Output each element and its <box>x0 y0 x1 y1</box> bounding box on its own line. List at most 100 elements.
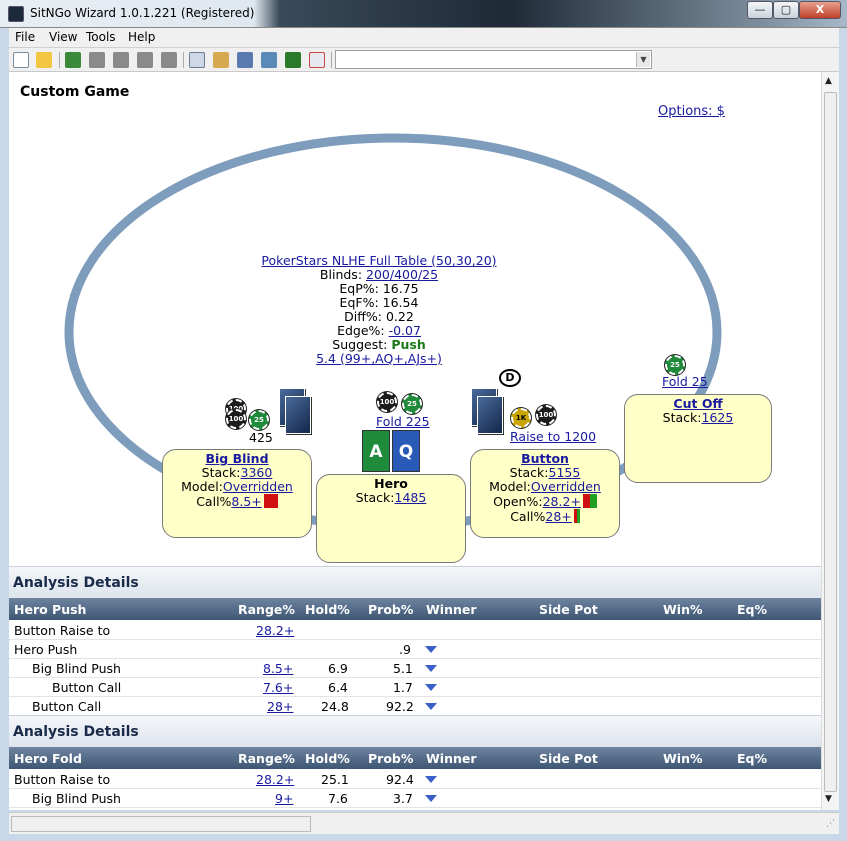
analysis-header: Analysis Details <box>9 715 821 747</box>
seat-name[interactable]: Cut Off <box>673 396 723 411</box>
stack-value[interactable]: 3360 <box>240 465 273 480</box>
range-link[interactable]: 28.2+ <box>256 623 295 638</box>
seat-name[interactable]: Big Blind <box>205 451 269 466</box>
seat-name: Hero <box>374 476 408 491</box>
cutoff-action-link[interactable]: Fold 25 <box>662 374 708 389</box>
seat-big-blind[interactable]: Big Blind Stack:3360 Model:Overridden Ca… <box>162 449 312 538</box>
edge-value[interactable]: -0.07 <box>388 323 421 338</box>
table-row: Big Blind Push 8.5+ 6.9 5.1 <box>9 659 821 678</box>
chip-100-icon: 100 <box>536 405 556 425</box>
range-link[interactable]: 7.6+ <box>263 680 294 695</box>
options-link[interactable]: Options: $ <box>658 104 725 119</box>
stack-value[interactable]: 1485 <box>394 490 427 505</box>
big-blind-bet: 425 <box>249 430 273 445</box>
chip-25-icon: 25 <box>665 355 685 375</box>
close-button[interactable]: X <box>799 1 841 19</box>
disabled-tool-icon[interactable] <box>161 52 177 68</box>
checkmark-icon[interactable] <box>285 52 301 68</box>
save-icon[interactable] <box>237 52 253 68</box>
toolbar-separator <box>331 52 332 68</box>
range-link[interactable]: 28+ <box>267 699 294 714</box>
vertical-scrollbar[interactable]: ▲ ▼ <box>821 72 839 810</box>
toolbar-separator <box>183 52 184 68</box>
suggest-value: Push <box>391 337 426 352</box>
table-row: Button Call 28+ 24.8 92.2 <box>9 697 821 716</box>
scroll-up-icon[interactable]: ▲ <box>825 76 832 86</box>
new-file-icon[interactable] <box>13 52 29 68</box>
copy-icon[interactable] <box>189 52 205 68</box>
expand-arrow-icon[interactable] <box>425 776 437 783</box>
resize-grip-icon[interactable]: ⋰ <box>826 819 835 829</box>
game-select-combo[interactable]: ▼ <box>335 50 652 69</box>
seat-name[interactable]: Button <box>521 451 569 466</box>
home-icon[interactable] <box>65 52 81 68</box>
chevron-down-icon[interactable]: ▼ <box>636 52 650 67</box>
call-range-value[interactable]: 28+ <box>545 509 572 524</box>
paste-icon[interactable] <box>213 52 229 68</box>
table-row: Hero Push .9 <box>9 640 821 659</box>
model-value[interactable]: Overridden <box>222 479 293 494</box>
stack-value[interactable]: 1625 <box>701 410 734 425</box>
seat-hero[interactable]: Hero Stack:1485 <box>316 474 466 563</box>
disabled-tool-icon[interactable] <box>113 52 129 68</box>
maximize-button[interactable]: ▢ <box>773 1 799 19</box>
range-link[interactable]: 28.2+ <box>256 772 295 787</box>
scroll-thumb[interactable] <box>824 92 837 792</box>
table-row: Button Call 7.6+ 6.4 1.7 <box>9 678 821 697</box>
seat-cut-off[interactable]: Cut Off Stack:1625 <box>624 394 772 483</box>
range-link[interactable]: 9+ <box>275 791 294 806</box>
edge-label: Edge%: <box>337 323 385 338</box>
title-bar: SitNGo Wizard 1.0.1.221 (Registered) — ▢… <box>0 0 847 28</box>
card-rank: A <box>369 442 383 462</box>
hole-card-queen-diamonds: Q <box>392 430 420 472</box>
table-name-link[interactable]: PokerStars NLHE Full Table (50,30,20) <box>261 253 497 268</box>
menu-bar: File View Tools Help <box>9 28 839 48</box>
checklist-icon[interactable] <box>309 52 325 68</box>
range-color-swatch <box>263 494 278 508</box>
expand-arrow-icon[interactable] <box>425 684 437 691</box>
table-row: Button Raise to 28.2+ 25.1 92.4 <box>9 770 821 789</box>
chip-1k-icon: 1K <box>511 408 531 428</box>
hero-action-link[interactable]: Fold 225 <box>376 414 430 429</box>
push-range-link[interactable]: 5.4 (99+,AQ+,AJs+) <box>316 351 442 366</box>
range-color-swatch <box>582 494 597 508</box>
card-back-icon <box>285 396 311 434</box>
disabled-tool-icon[interactable] <box>89 52 105 68</box>
button-action-link[interactable]: Raise to 1200 <box>510 429 597 444</box>
table-info: PokerStars NLHE Full Table (50,30,20) Bl… <box>239 254 519 366</box>
diff-value: 0.22 <box>385 309 414 324</box>
menu-tools[interactable]: Tools <box>86 30 116 44</box>
call-range-value[interactable]: 8.5+ <box>231 494 262 509</box>
card-rank: Q <box>398 442 414 462</box>
menu-view[interactable]: View <box>49 30 78 44</box>
hole-card-ace-clubs: A <box>362 430 390 472</box>
expand-arrow-icon[interactable] <box>425 646 437 653</box>
table-row: Button Raise to 28.2+ <box>9 621 821 640</box>
open-range-value[interactable]: 28.2+ <box>542 494 581 509</box>
status-bar: ⋰ <box>9 812 839 834</box>
seat-button[interactable]: Button Stack:5155 Model:Overridden Open%… <box>470 449 620 538</box>
menu-file[interactable]: File <box>15 30 36 44</box>
status-panel <box>11 816 311 832</box>
page-title: Custom Game <box>20 84 130 100</box>
expand-arrow-icon[interactable] <box>425 703 437 710</box>
app-icon <box>8 6 24 22</box>
stack-value[interactable]: 5155 <box>548 465 581 480</box>
model-value[interactable]: Overridden <box>530 479 601 494</box>
analysis-table-header: Hero Push Range% Hold% Prob% Winner Side… <box>9 598 821 620</box>
minimize-button[interactable]: — <box>747 1 773 19</box>
scroll-down-icon[interactable]: ▼ <box>825 794 832 804</box>
blinds-value[interactable]: 200/400/25 <box>366 267 439 282</box>
expand-arrow-icon[interactable] <box>425 665 437 672</box>
expand-arrow-icon[interactable] <box>425 795 437 802</box>
chip-100-icon: 100 <box>226 409 246 429</box>
menu-help[interactable]: Help <box>128 30 156 44</box>
open-folder-icon[interactable] <box>36 52 52 68</box>
range-link[interactable]: 8.5+ <box>263 661 294 676</box>
chip-100-icon: 100 <box>377 392 397 412</box>
disabled-tool-icon[interactable] <box>137 52 153 68</box>
toolbar: ▼ <box>9 48 839 72</box>
dealer-button-icon: D <box>499 369 521 387</box>
suggest-label: Suggest: <box>332 337 388 352</box>
image-icon[interactable] <box>261 52 277 68</box>
